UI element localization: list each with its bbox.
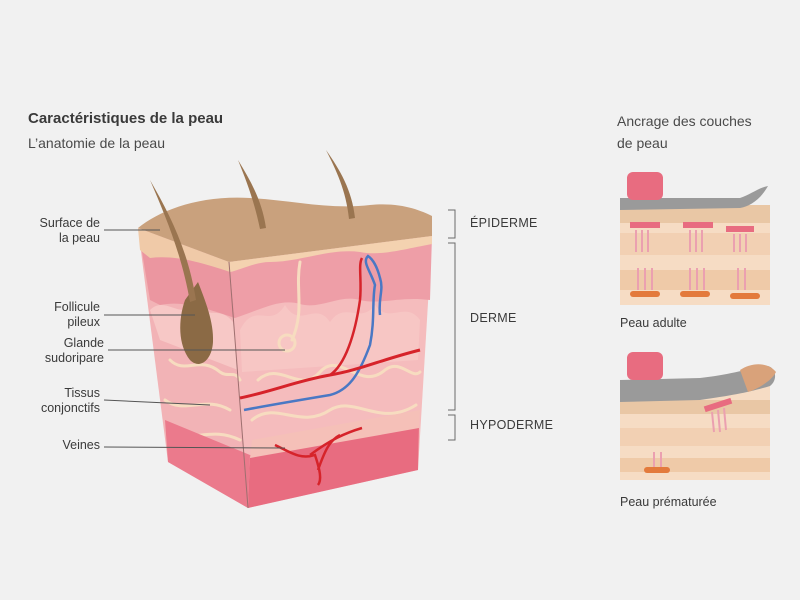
vein-blue bbox=[243, 254, 383, 412]
label-surface: Surface de la peau bbox=[20, 216, 100, 246]
block-edge bbox=[228, 261, 249, 509]
layer-brackets bbox=[448, 209, 456, 441]
hair-2 bbox=[238, 160, 266, 229]
page-subtitle: L’anatomie de la peau bbox=[28, 135, 165, 151]
hair-follicle bbox=[180, 282, 214, 364]
label-follicule: Follicule pileux bbox=[20, 300, 100, 330]
anchorage-title: Ancrage des couches de peau bbox=[617, 110, 752, 154]
vein-red-branch bbox=[329, 257, 364, 377]
label-veines: Veines bbox=[62, 438, 100, 452]
hypoderm-fat bbox=[250, 410, 420, 458]
label-follicule-line1: Follicule bbox=[54, 300, 100, 314]
anchorage-title-line1: Ancrage des couches bbox=[617, 113, 752, 129]
layer-hypoderme: HYPODERME bbox=[470, 418, 554, 432]
caption-premature: Peau prématurée bbox=[620, 495, 717, 509]
hair-3 bbox=[326, 150, 355, 219]
premature-skin-inset bbox=[620, 352, 776, 480]
hypoderm-band-left bbox=[165, 420, 250, 508]
epidermis-left bbox=[138, 228, 230, 272]
layer-derme: DERME bbox=[470, 311, 517, 325]
epidermis-front bbox=[229, 236, 432, 272]
label-tissus-line2: conjonctifs bbox=[40, 401, 100, 415]
label-glande: Glande sudoripare bbox=[20, 336, 104, 366]
epidermis-top bbox=[138, 197, 432, 262]
label-surface-line2: la peau bbox=[58, 231, 100, 245]
label-glande-line1: Glande bbox=[63, 336, 104, 350]
sweat-gland bbox=[277, 333, 297, 353]
layer-epiderme: ÉPIDERME bbox=[470, 216, 538, 230]
connective-fibers bbox=[163, 260, 422, 442]
label-tissus-line1: Tissus bbox=[64, 386, 100, 400]
adult-skin-inset bbox=[620, 172, 770, 305]
page-title: Caractéristiques de la peau bbox=[28, 110, 224, 127]
hair-1 bbox=[150, 180, 196, 302]
label-glande-line2: sudoripare bbox=[44, 351, 104, 365]
label-tissus: Tissus conjonctifs bbox=[20, 386, 100, 416]
label-follicule-line2: pileux bbox=[67, 315, 100, 329]
caption-adult: Peau adulte bbox=[620, 316, 687, 330]
leader-lines bbox=[103, 229, 286, 449]
dermal-papillae bbox=[240, 305, 420, 372]
hypoderm-band-front bbox=[248, 425, 419, 508]
label-surface-line1: Surface de bbox=[39, 216, 100, 230]
vein-red-deep bbox=[274, 426, 363, 486]
anchorage-title-line2: de peau bbox=[617, 135, 668, 151]
